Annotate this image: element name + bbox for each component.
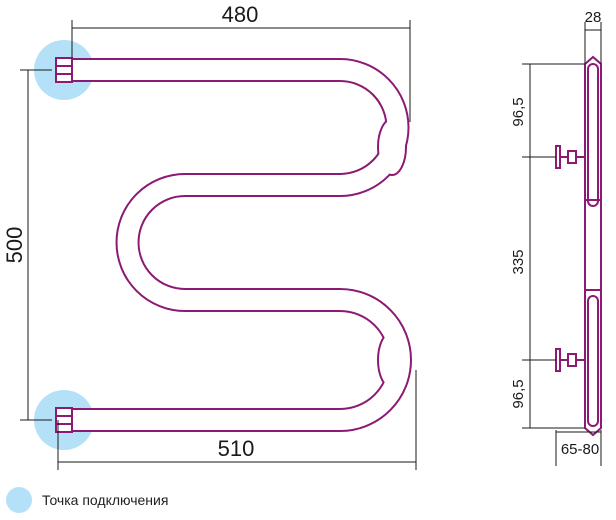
side-mount-lower-nut xyxy=(567,353,577,367)
fitting-top xyxy=(55,57,73,83)
dimension-center-distance: 335 xyxy=(510,249,527,274)
dimension-top-offset: 96,5 xyxy=(510,97,527,126)
pipe-inner xyxy=(64,60,410,430)
side-pipe-upper xyxy=(587,63,599,207)
pipe-side-view xyxy=(555,55,602,437)
dimension-lines-side xyxy=(522,22,602,466)
pipe-front-view xyxy=(64,58,412,432)
dimension-depth: 28 xyxy=(585,9,602,26)
legend: Точка подключения xyxy=(6,487,169,513)
legend-label: Точка подключения xyxy=(42,492,169,508)
fitting-bottom xyxy=(55,407,73,433)
dimension-wall-distance: 65-80 xyxy=(561,441,599,458)
dimension-top-width: 480 xyxy=(222,2,259,27)
dimension-height: 500 xyxy=(2,227,27,264)
fittings xyxy=(55,57,73,433)
connection-point-icon xyxy=(6,487,32,513)
dimension-lines-front xyxy=(20,20,417,470)
dimension-bottom-width: 510 xyxy=(218,436,255,461)
side-mount-upper-plate xyxy=(555,145,561,169)
side-mount-lower-plate xyxy=(555,348,561,372)
pipe-outline xyxy=(64,58,412,432)
dimension-bottom-offset: 96,5 xyxy=(510,379,527,408)
side-pipe-lower xyxy=(587,295,599,427)
side-mount-upper-nut xyxy=(567,150,577,164)
connection-points xyxy=(34,40,94,450)
